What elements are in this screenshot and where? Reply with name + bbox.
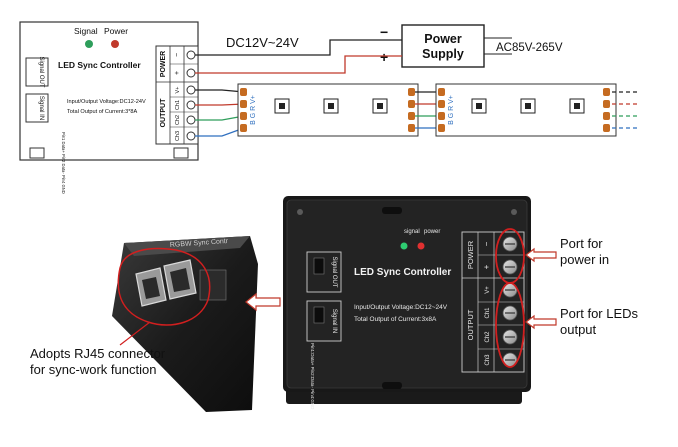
rj45-ports: [135, 259, 197, 307]
red-wire: [195, 55, 402, 74]
led-strip-1: B G R V+: [237, 83, 419, 137]
terminal-screw-icon: [186, 115, 196, 125]
power-wires: [195, 39, 402, 74]
dc-voltage-label: DC12V~24V: [226, 35, 299, 50]
photo-signal-label: signal: [404, 229, 420, 235]
power-supply-box: [401, 24, 485, 68]
rj45-highlight: [117, 247, 211, 326]
photo-power-led-icon: [417, 242, 425, 250]
power-supply: DC12V~24V Power Supply − + AC85V-265V: [226, 24, 563, 68]
wiring-diagram: Signal Power LED Sync Controller Signal …: [19, 21, 638, 194]
photo-power-terminal-label: POWER: [466, 240, 475, 269]
controller-title: LED Sync Controller: [58, 60, 141, 70]
power-supply-title-line1: Power: [424, 32, 462, 46]
continuation-dashes: [612, 91, 638, 129]
photo-terminal-plus: +: [482, 264, 491, 269]
strip-pin-labels: B G R V+: [448, 95, 455, 125]
power-port-caption: Port for power in: [560, 236, 609, 268]
rj45-caption-line2: for sync-work function: [30, 362, 157, 377]
photo-pin-labels: Pin1:Data+ Pin2:Data- Pin4:GND: [310, 343, 315, 410]
photo-terminal-block: POWER OUTPUT − + V+ Ch1 Ch2 Ch3: [461, 231, 525, 373]
output-terminal-label: OUTPUT: [160, 98, 167, 128]
photo-signal-out-port: [306, 251, 342, 293]
led-port-highlight: [495, 282, 525, 368]
spec-voltage: Input/Output Voltage:DC12-24V: [67, 99, 146, 105]
power-port-caption-line1: Port for: [560, 236, 603, 251]
power-supply-title-line2: Supply: [422, 47, 464, 61]
photo-spec-voltage: Input/Output Voltage:DC12~24V: [354, 304, 448, 311]
photo-power-label: power: [424, 229, 440, 235]
photo-terminal-minus: −: [482, 241, 491, 246]
supply-minus-label: −: [380, 24, 388, 40]
signal-out-label: Signal OUT: [38, 56, 44, 87]
ac-voltage-label: AC85V-265V: [496, 42, 563, 54]
terminal-screw-icon: [186, 68, 196, 78]
photo-terminal-ch3: Ch3: [485, 354, 491, 366]
controller-photo: signal power LED Sync Controller Signal …: [283, 196, 531, 410]
closeup-title: RGBW Sync Contr: [170, 238, 229, 249]
photo-signal-in-port: [306, 300, 342, 342]
photo-terminal-ch1: Ch1: [485, 307, 491, 319]
power-led-label: Power: [104, 26, 128, 36]
led-port-arrow-icon: [525, 314, 557, 330]
photo-terminal-ch2: Ch2: [485, 331, 491, 343]
photo-controller-title: LED Sync Controller: [354, 267, 451, 278]
black-wire: [195, 39, 402, 56]
photo-signal-out-label: Signal OUT: [331, 256, 337, 287]
terminal-plus-label: +: [174, 71, 181, 75]
photo-terminal-v: V+: [485, 286, 491, 294]
terminal-block: [155, 45, 199, 145]
power-port-caption-line2: power in: [560, 252, 610, 267]
terminal-ch3-label: Ch3: [175, 131, 181, 141]
photo-signal-led-icon: [400, 242, 408, 250]
power-led-icon: [111, 40, 119, 48]
terminal-screw-icon: [186, 131, 196, 141]
terminal-screw-icon: [186, 100, 196, 110]
rj45-caption: Adopts RJ45 connector for sync-work func…: [30, 346, 165, 378]
power-terminal-label: POWER: [160, 51, 167, 77]
output-wires: [195, 89, 245, 137]
photo-signal-in-label: Signal IN: [331, 309, 337, 333]
terminal-v-label: V+: [175, 87, 181, 94]
power-port-arrow-icon: [525, 247, 557, 263]
signal-led-icon: [85, 40, 93, 48]
rj45-arrow-icon: [245, 292, 281, 312]
terminal-ch1-label: Ch1: [175, 100, 181, 110]
terminal-screw-icon: [186, 85, 196, 95]
terminal-minus-label: −: [174, 53, 181, 57]
rj45-caption-line1: Adopts RJ45 connector: [30, 346, 166, 361]
controller-schematic: Signal Power LED Sync Controller Signal …: [19, 21, 199, 194]
callout-arrows: [245, 247, 557, 330]
photo-spec-current: Total Output of Current:3x8A: [354, 316, 437, 323]
led-port-caption: Port for LEDs output: [560, 306, 638, 338]
signal-out-port: [25, 57, 49, 87]
photo-output-terminal-label: OUTPUT: [466, 309, 475, 340]
spec-current: Total Output of Current:3*8A: [67, 109, 138, 115]
rj45-closeup-photo: RGBW Sync Contr: [60, 232, 262, 418]
signal-in-label: Signal IN: [38, 96, 44, 120]
pin-labels: Pin1 Data+ Pin2 Data- Pin4 GND: [61, 132, 66, 194]
photo-terminal-screws: [502, 236, 518, 368]
led-port-caption-line1: Port for LEDs: [560, 306, 639, 321]
led-strip-2: B G R V+: [435, 83, 617, 137]
terminal-screw-icon: [186, 50, 196, 60]
strip-pin-labels: B G R V+: [250, 95, 257, 125]
supply-plus-label: +: [380, 49, 388, 65]
signal-led-label: Signal: [74, 26, 98, 36]
signal-in-port: [25, 93, 49, 123]
led-port-caption-line2: output: [560, 322, 597, 337]
terminal-ch2-label: Ch2: [175, 115, 181, 125]
